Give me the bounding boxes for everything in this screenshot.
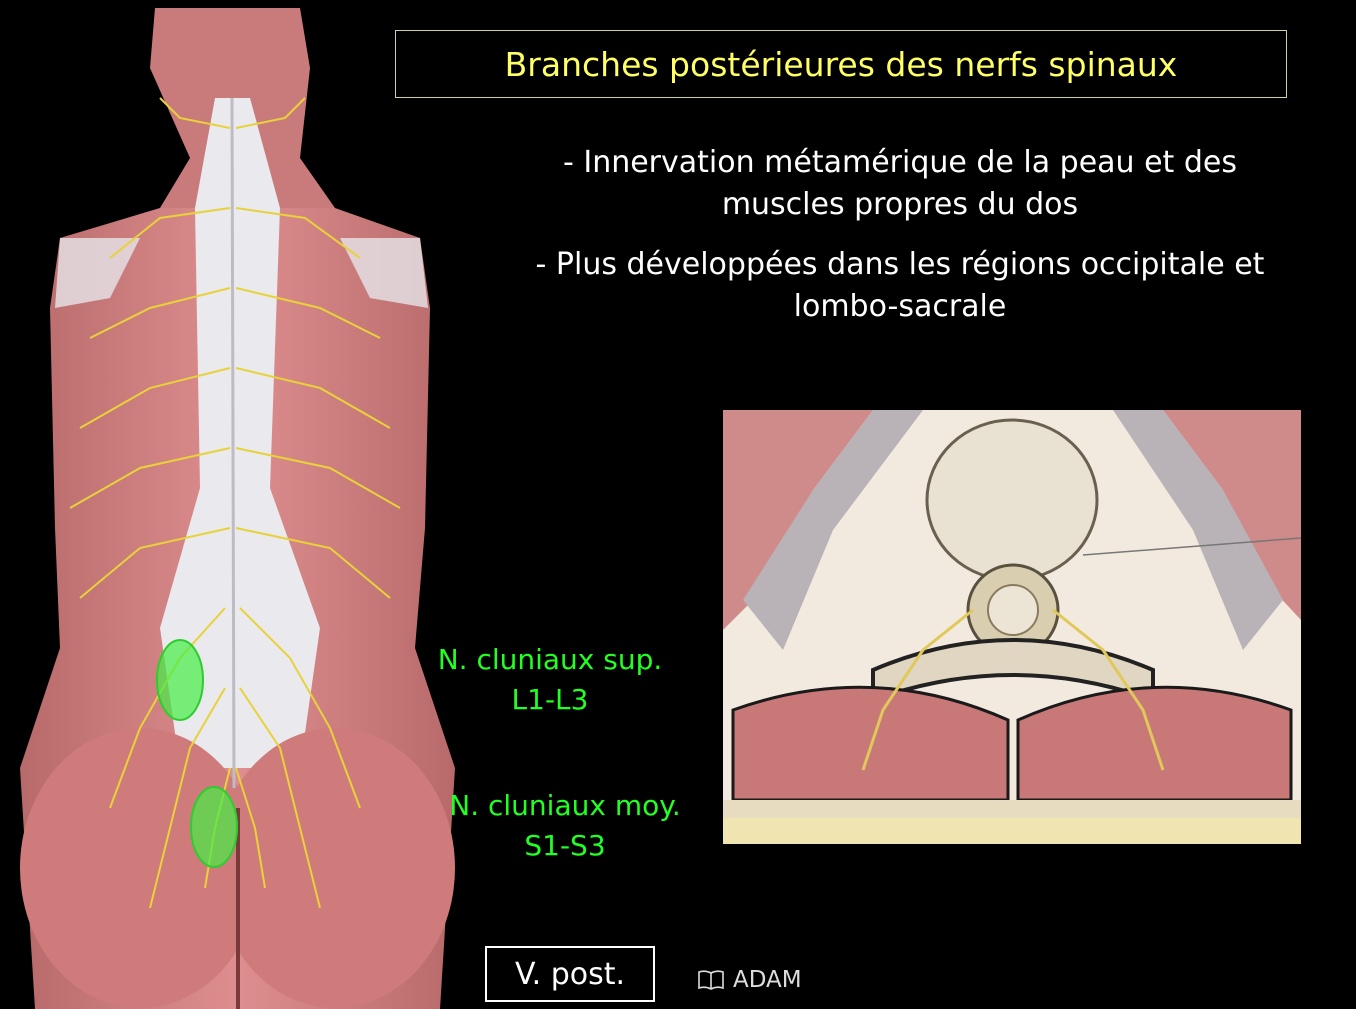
view-label-box: V. post. [485,946,655,1002]
view-label: V. post. [514,956,626,992]
label-cluniaux-moy-name: N. cluniaux moy. [449,789,681,822]
credit-text: ADAM [733,967,802,993]
cluniaux-sup-highlight [156,639,204,721]
spinal-cross-section-illustration [723,410,1301,844]
book-icon [698,970,724,990]
back-anatomy-illustration [20,8,455,1009]
bullet-innervation: - Innervation métamérique de la peau et … [562,145,1237,222]
label-cluniaux-sup: N. cluniaux sup. L1-L3 [420,640,680,720]
title-box: Branches postérieures des nerfs spinaux [395,30,1287,98]
cluniaux-moy-highlight [190,786,238,868]
slide-title: Branches postérieures des nerfs spinaux [504,44,1178,84]
bullet-regions: - Plus développées dans les régions occi… [535,247,1265,324]
label-cluniaux-moy-level: S1-S3 [524,829,606,862]
label-cluniaux-sup-level: L1-L3 [511,683,589,716]
label-cluniaux-sup-name: N. cluniaux sup. [437,643,663,676]
image-credit: ADAM [697,967,802,993]
label-cluniaux-moy: N. cluniaux moy. S1-S3 [425,786,705,866]
